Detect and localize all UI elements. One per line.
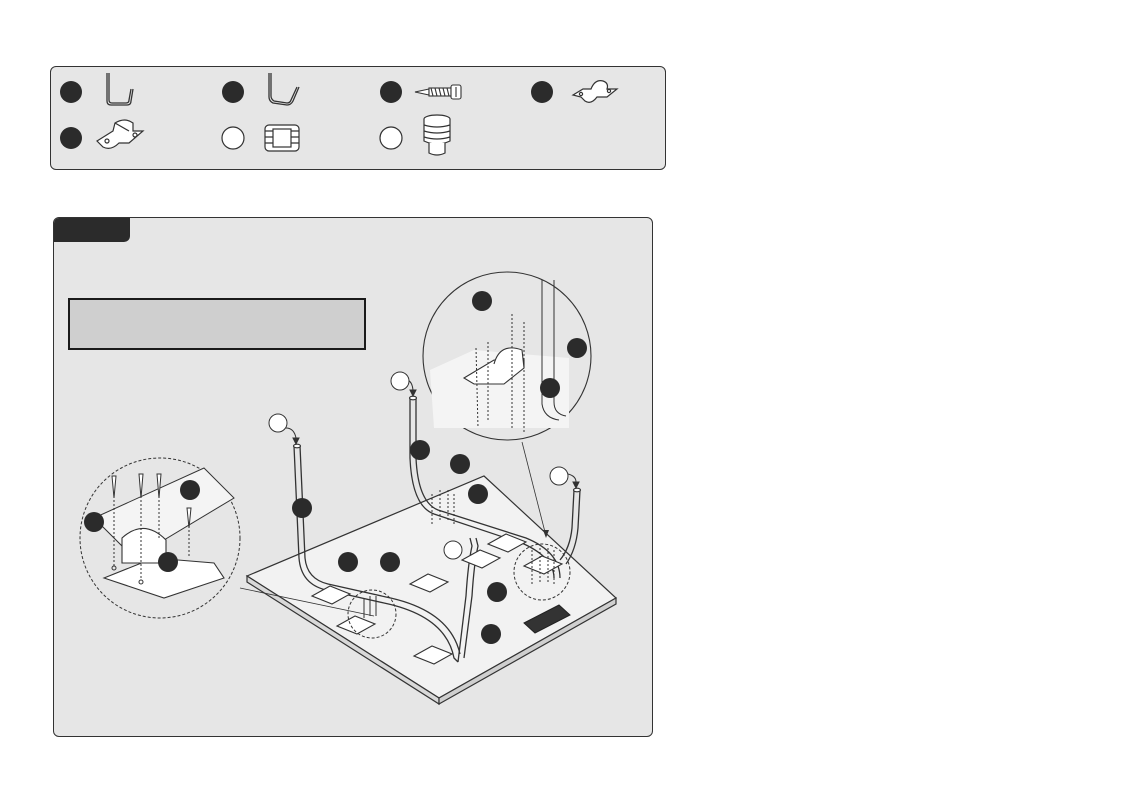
screws-group-upper xyxy=(431,490,455,524)
instruction-note-box xyxy=(68,298,366,350)
label-plate xyxy=(523,604,571,634)
part-marker-2 xyxy=(222,81,244,103)
small-clamp-icon xyxy=(571,80,619,103)
leg-frame-left xyxy=(293,445,479,663)
part-marker-5 xyxy=(60,127,82,149)
part-marker-6 xyxy=(221,126,245,150)
part-marker-7 xyxy=(379,126,403,150)
large-clamp-icon xyxy=(96,119,145,149)
bent-rod-right-icon xyxy=(268,73,300,106)
screws-group-center xyxy=(363,596,377,618)
screw-icon xyxy=(414,84,462,100)
mounting-clamps xyxy=(310,533,564,665)
part-marker-1 xyxy=(60,81,82,103)
tube-ends xyxy=(292,395,582,493)
step-markers xyxy=(84,291,587,644)
top-right-zoom-detail xyxy=(422,271,592,538)
step-number-tab xyxy=(54,218,130,242)
part-marker-3 xyxy=(380,81,402,103)
bent-rod-left-icon xyxy=(106,73,134,106)
detail-callout-small xyxy=(347,589,397,639)
screws-group-right xyxy=(531,548,555,584)
part-marker-4 xyxy=(531,81,553,103)
parts-list-panel xyxy=(50,66,666,170)
assembly-drawing xyxy=(79,271,618,706)
foot-plug-icon xyxy=(423,114,451,156)
assembly-step-panel xyxy=(53,217,653,737)
detail-callout-right xyxy=(513,543,571,601)
end-cap-icon xyxy=(264,124,300,152)
step-markers-empty xyxy=(268,371,569,560)
parts-list-drawing xyxy=(60,73,619,156)
